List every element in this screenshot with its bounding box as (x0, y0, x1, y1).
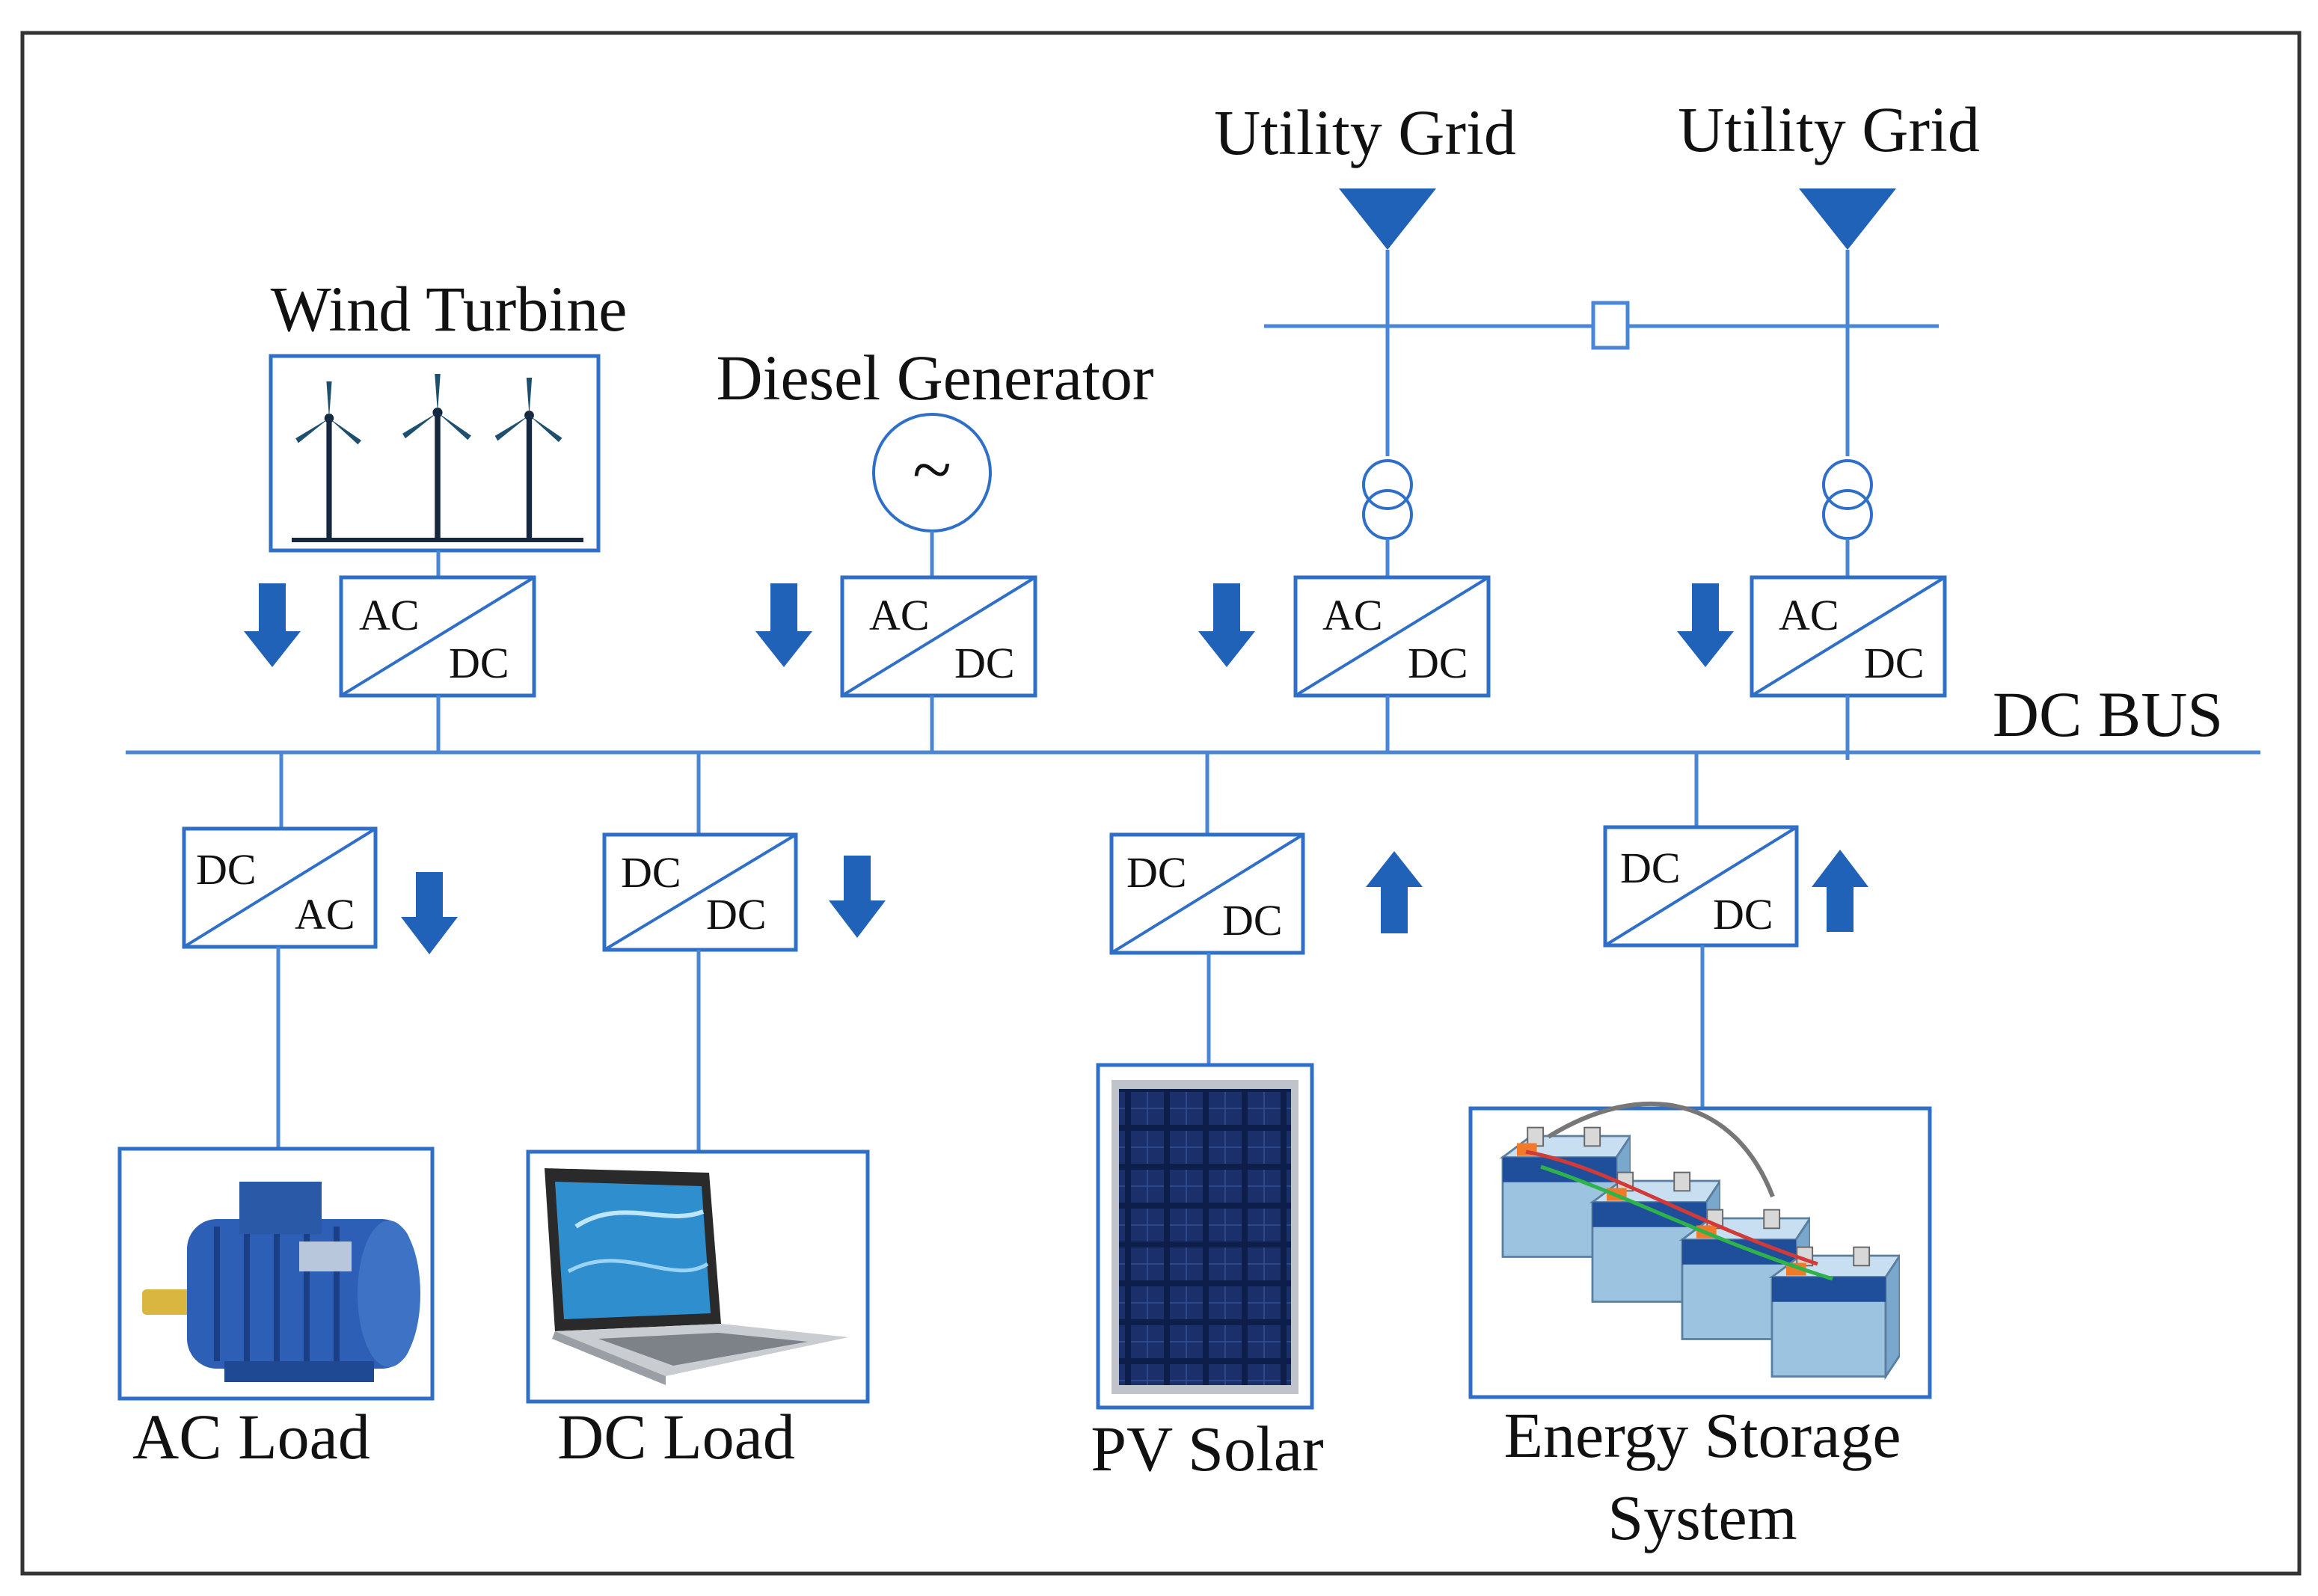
grid-source-1-icon (1339, 188, 1436, 250)
flow-arrow-storage-icon (1812, 850, 1868, 932)
converter-diesel-bottom: DC (954, 639, 1015, 687)
converter-ac-load: DC AC (182, 826, 378, 949)
converter-wind-bottom: DC (449, 639, 509, 687)
converter-grid-2-bottom: DC (1864, 639, 1925, 687)
flow-arrow-pv-icon (1366, 851, 1423, 933)
converter-diesel-top: AC (869, 591, 930, 639)
dc-bus-label: DC BUS (1993, 678, 2223, 750)
converter-grid-1-bottom: DC (1408, 639, 1468, 687)
pv-solar-label: PV Solar (1091, 1413, 1323, 1485)
converter-dc-load: DC DC (602, 832, 798, 952)
flow-arrow-diesel-icon (755, 583, 812, 667)
converter-diesel: AC DC (840, 575, 1037, 698)
wind-turbine-label: Wind Turbine (271, 273, 628, 345)
diesel-generator-label: Diesel Generator (717, 342, 1154, 414)
converter-storage: DC DC (1603, 825, 1799, 948)
flow-arrow-dc-load-icon (829, 856, 886, 938)
diagram-frame (20, 31, 2302, 1576)
battery-bank-image (1468, 1101, 1932, 1399)
storage-label-line2: System (1607, 1482, 1797, 1553)
converter-pv-bottom: DC (1222, 896, 1283, 945)
dc-load-label: DC Load (557, 1401, 795, 1473)
converter-pv: DC DC (1109, 832, 1305, 955)
converter-wind-top: AC (359, 591, 420, 639)
converter-wind: AC DC (339, 575, 536, 698)
converter-pv-top: DC (1126, 848, 1187, 897)
wind-turbine-image (269, 354, 601, 553)
converter-ac-load-top: DC (196, 845, 257, 894)
converter-grid-1-top: AC (1322, 591, 1383, 639)
laptop-image (526, 1150, 870, 1404)
converter-dc-load-top: DC (621, 848, 681, 897)
converter-grid-2-top: AC (1779, 591, 1839, 639)
ac-load-label: AC Load (132, 1401, 370, 1473)
grid-breaker-icon (1591, 301, 1630, 350)
transformer-1-icon (1362, 459, 1413, 540)
generator-symbol: ~ (913, 429, 951, 509)
ac-motor-image (117, 1147, 435, 1401)
converter-storage-top: DC (1620, 844, 1681, 892)
utility-grid-label-1: Utility Grid (1214, 96, 1516, 168)
converter-grid-2: AC DC (1750, 575, 1947, 698)
utility-grid-label-2: Utility Grid (1678, 93, 1980, 165)
flow-arrow-grid-1-icon (1198, 583, 1255, 667)
converter-grid-1: AC DC (1293, 575, 1491, 698)
converter-storage-bottom: DC (1713, 890, 1773, 939)
solar-panel-image (1096, 1063, 1314, 1410)
converter-dc-load-bottom: DC (706, 890, 767, 939)
converter-ac-load-bottom: AC (295, 890, 355, 939)
grid-source-2-icon (1799, 188, 1896, 250)
flow-arrow-ac-load-icon (401, 872, 458, 954)
flow-arrow-wind-icon (244, 583, 301, 667)
transformer-2-icon (1822, 459, 1873, 540)
storage-label-line1: Energy Storage (1504, 1399, 1901, 1471)
flow-arrow-grid-2-icon (1677, 583, 1734, 667)
